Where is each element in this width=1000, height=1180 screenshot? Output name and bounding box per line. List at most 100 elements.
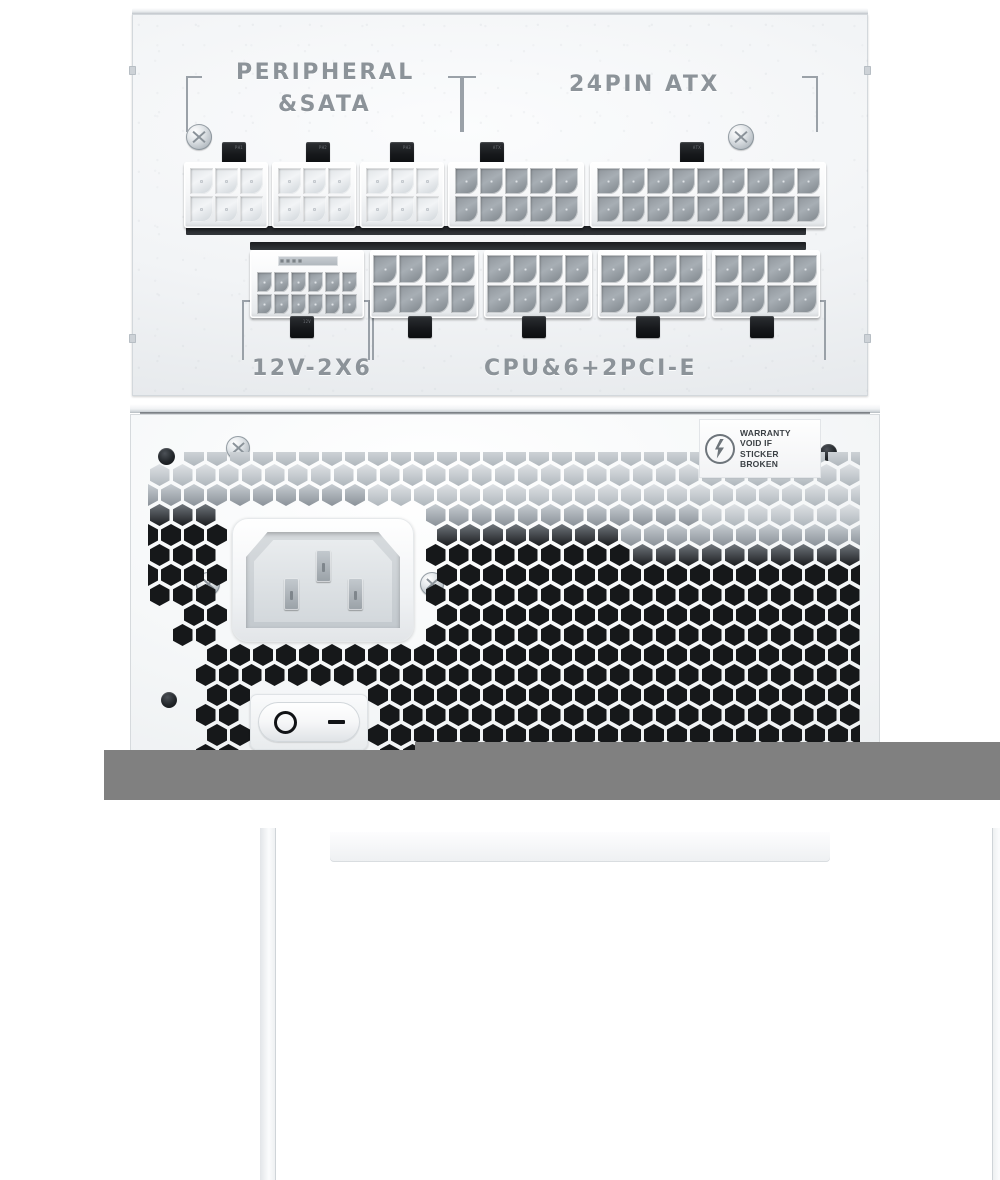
mesh-hole xyxy=(632,664,653,686)
mesh-hole xyxy=(644,564,664,586)
connector-atx-24pin-right[interactable] xyxy=(590,162,826,228)
mesh-hole xyxy=(540,464,561,486)
mesh-hole xyxy=(828,724,848,746)
mesh-hole xyxy=(667,644,687,666)
connector-cpu-pcie-2[interactable] xyxy=(484,250,592,318)
mesh-hole xyxy=(414,452,434,466)
connector-cpu-pcie-3[interactable] xyxy=(598,250,706,318)
power-switch-rocker[interactable] xyxy=(258,702,360,742)
mesh-hole xyxy=(368,644,388,666)
mesh-hole xyxy=(172,464,193,486)
latch-peripheral-1: PH1 xyxy=(222,142,246,164)
product-photo-stage: PERIPHERAL &SATA 24PIN ATX 12V-2X6 CPU&6… xyxy=(0,0,1000,800)
mesh-hole xyxy=(575,644,595,666)
connector-peripheral-sata-2[interactable] xyxy=(272,162,356,228)
mesh-hole xyxy=(207,644,227,666)
mesh-hole xyxy=(839,664,860,686)
mesh-hole xyxy=(379,704,400,726)
mesh-hole xyxy=(172,624,193,646)
mesh-hole xyxy=(816,704,837,726)
mesh-hole xyxy=(460,452,480,466)
mesh-hole xyxy=(770,664,791,686)
mesh-hole xyxy=(701,664,722,686)
latch-peripheral-3: PH3 xyxy=(390,142,414,164)
mesh-hole xyxy=(437,452,457,466)
mesh-hole xyxy=(517,624,538,646)
mesh-hole xyxy=(437,564,457,586)
mesh-hole xyxy=(724,504,745,526)
bottom-row-top-shadow xyxy=(250,242,806,250)
mesh-hole xyxy=(644,604,664,626)
mesh-hole xyxy=(609,544,630,566)
mesh-hole xyxy=(517,664,538,686)
connector-cpu-pcie-1[interactable] xyxy=(370,250,478,318)
mesh-hole xyxy=(207,724,227,746)
mesh-hole xyxy=(839,624,860,646)
connector-peripheral-sata-3[interactable] xyxy=(360,162,444,228)
mesh-hole xyxy=(368,684,388,706)
mesh-hole xyxy=(770,504,791,526)
panel-notch-right-upper xyxy=(864,66,871,75)
mesh-hole xyxy=(793,544,814,566)
mesh-hole xyxy=(322,644,342,666)
mesh-hole xyxy=(644,684,664,706)
mesh-hole xyxy=(437,604,457,626)
mesh-hole xyxy=(782,524,802,546)
mesh-hole xyxy=(747,584,768,606)
panel-screw-right xyxy=(728,124,754,150)
mesh-hole xyxy=(782,484,802,506)
mesh-hole xyxy=(851,484,860,506)
mesh-hole xyxy=(563,504,584,526)
mesh-hole xyxy=(391,484,411,506)
mesh-hole xyxy=(632,544,653,566)
mesh-hole xyxy=(506,644,526,666)
latch-atx-left: ATX xyxy=(480,142,504,164)
mesh-hole xyxy=(816,664,837,686)
mesh-hole xyxy=(310,664,331,686)
mesh-hole xyxy=(724,584,745,606)
mesh-hole xyxy=(471,624,492,646)
rear-hole-top-left xyxy=(158,448,175,465)
mesh-hole xyxy=(678,704,699,726)
mesh-hole xyxy=(690,484,710,506)
mesh-hole xyxy=(828,524,848,546)
mesh-hole xyxy=(483,644,503,666)
mesh-hole xyxy=(529,724,549,746)
mesh-hole xyxy=(701,584,722,606)
mesh-hole xyxy=(414,724,434,746)
rear-hole-bottom-left xyxy=(161,692,177,708)
mesh-hole xyxy=(195,504,216,526)
mesh-hole xyxy=(667,564,687,586)
mesh-hole xyxy=(414,484,434,506)
mesh-hole xyxy=(402,664,423,686)
mesh-hole xyxy=(207,524,227,546)
mesh-hole xyxy=(425,544,446,566)
iec-pin-earth xyxy=(316,550,331,582)
mesh-hole xyxy=(494,464,515,486)
connector-peripheral-sata-1[interactable] xyxy=(184,162,268,228)
mesh-hole xyxy=(667,684,687,706)
mesh-hole xyxy=(195,624,216,646)
iec-c14-power-inlet[interactable] xyxy=(232,518,414,642)
mesh-hole xyxy=(264,664,285,686)
top-panel-metal-lip xyxy=(132,8,868,16)
mesh-hole xyxy=(575,484,595,506)
connector-cpu-pcie-4[interactable] xyxy=(712,250,820,318)
mesh-hole xyxy=(747,504,768,526)
mesh-hole xyxy=(609,704,630,726)
mesh-hole xyxy=(264,464,285,486)
mesh-hole xyxy=(793,664,814,686)
mesh-hole xyxy=(805,604,825,626)
mesh-hole xyxy=(540,664,561,686)
mesh-hole xyxy=(598,604,618,626)
connector-atx-24pin-left[interactable] xyxy=(448,162,584,228)
mesh-hole xyxy=(678,544,699,566)
mesh-hole xyxy=(770,544,791,566)
mesh-hole xyxy=(563,584,584,606)
label-peripheral: PERIPHERAL xyxy=(236,60,415,85)
mesh-hole xyxy=(184,564,204,586)
label-12v-2x6: 12V-2X6 xyxy=(252,356,373,381)
mesh-hole xyxy=(483,484,503,506)
mesh-hole xyxy=(218,464,239,486)
mesh-hole xyxy=(655,584,676,606)
